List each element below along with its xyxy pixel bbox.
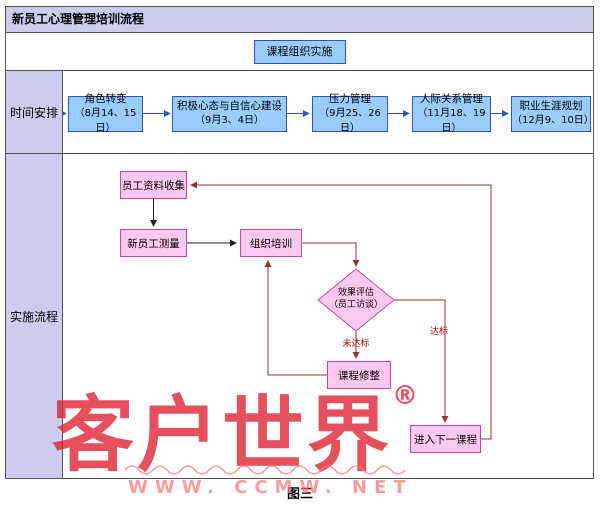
time-box-title: 压力管理 <box>329 92 371 105</box>
evaluation-line1: 效果评估 <box>337 288 374 299</box>
time-box-title: 角色转变 <box>84 92 127 105</box>
node-evaluation-text: 效果评估 （员工访谈） <box>318 274 394 326</box>
time-box-role-change: 角色转变 （8月14、15日） <box>68 93 143 134</box>
connector-next-collect-cycle <box>190 181 492 440</box>
time-box-interpersonal: 人际关系管理 （11月18、19日） <box>412 93 491 134</box>
time-box-date: （12月9、10日） <box>512 115 594 127</box>
time-box-stress-management: 压力管理 （9月25、26日） <box>312 93 388 134</box>
connector-evaluate-next <box>394 299 449 423</box>
time-arrows <box>63 110 509 117</box>
process-content: 员工资料收集 新员工测量 组织培训 效果评估 （员工访谈） 课程修整 进入下一课… <box>63 154 593 478</box>
implementation-process-label: 实施流程 <box>6 154 63 478</box>
node-collect-data: 员工资料收集 <box>120 171 187 199</box>
time-content: 角色转变 （8月14、15日） 积极心态与自信心建设 （9月3、4日） 压力管理… <box>63 71 594 153</box>
flowchart-table: 新员工心理管理培训流程 课程组织实施 时间安排 角色转变 <box>5 6 594 479</box>
label-pass: 达标 <box>429 327 448 337</box>
time-box-title: 职业生涯规划 <box>519 100 583 113</box>
node-course-revision: 课程修整 <box>327 361 391 389</box>
time-box-date: （9月25、26日） <box>319 108 381 134</box>
node-next-course: 进入下一课程 <box>410 425 481 453</box>
time-box-title: 积极心态与自信心建设 <box>177 100 282 113</box>
connector-revise-training-loop <box>264 260 327 376</box>
evaluation-diamond <box>317 268 395 332</box>
node-new-employee-measure: 新员工测量 <box>120 229 187 257</box>
time-box-date: （8月14、15日） <box>74 108 137 134</box>
process-row: 实施流程 员工资料收集 新员工测量 <box>6 154 593 478</box>
connector-training-evaluate <box>302 242 360 267</box>
time-box-title: 人际关系管理 <box>420 92 483 105</box>
label-fail: 未达标 <box>342 339 370 349</box>
page-title: 新员工心理管理培训流程 <box>6 7 593 33</box>
time-row: 时间安排 角色转变 （8月14、15日） 积极心态与自信 <box>6 71 594 154</box>
evaluation-line2: （员工访谈） <box>328 300 383 310</box>
time-arrangement-label: 时间安排 <box>6 71 63 153</box>
time-box-date: （11月18、19日） <box>417 108 486 134</box>
time-box-positive-mindset: 积极心态与自信心建设 （9月3、4日） <box>172 96 287 132</box>
node-organize-training: 组织培训 <box>240 229 302 257</box>
header-row: 课程组织实施 <box>6 33 593 71</box>
flow-connectors <box>150 181 492 440</box>
figure-caption: 图三 <box>286 487 313 502</box>
course-implementation-box: 课程组织实施 <box>253 39 346 64</box>
time-box-date: （9月3、4日） <box>194 115 265 127</box>
time-box-career-planning: 职业生涯规划 （12月9、10日） <box>511 96 594 132</box>
